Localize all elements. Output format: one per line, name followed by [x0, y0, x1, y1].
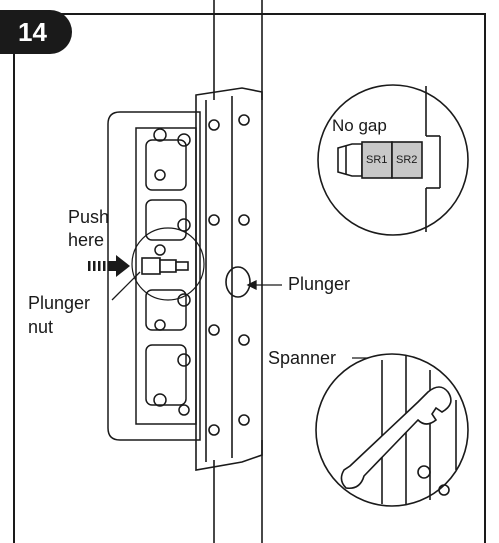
- plunger-head: [225, 266, 251, 298]
- plunger-label: Plunger: [288, 274, 351, 294]
- keep-plate: [195, 87, 263, 471]
- sr2-segment: [391, 141, 423, 179]
- spanner-label: Spanner: [268, 348, 337, 368]
- lock-casting: [107, 111, 201, 441]
- sr1-segment: [361, 141, 393, 179]
- sr2-label: SR2: [396, 154, 418, 166]
- step-badge-background: [0, 10, 72, 54]
- plunger-assembly: [131, 227, 205, 301]
- no-gap-label: No gap: [332, 116, 387, 135]
- step-badge: 14: [0, 10, 72, 54]
- push-arrow-icon: [88, 255, 130, 277]
- step-number: 14: [18, 17, 47, 47]
- spanner-icon: [340, 386, 452, 490]
- inset-spanner: [315, 353, 469, 507]
- plunger-nut-label-line2: nut: [28, 317, 54, 337]
- door-frame: [213, 0, 263, 543]
- plunger-nut-label-line1: Plunger: [28, 293, 91, 313]
- inset-no-gap: [317, 84, 469, 236]
- push-here-label-line2: here: [68, 230, 105, 250]
- panel-border: [13, 13, 486, 543]
- push-here-label-line1: Push: [68, 207, 110, 227]
- sr1-label: SR1: [366, 154, 388, 166]
